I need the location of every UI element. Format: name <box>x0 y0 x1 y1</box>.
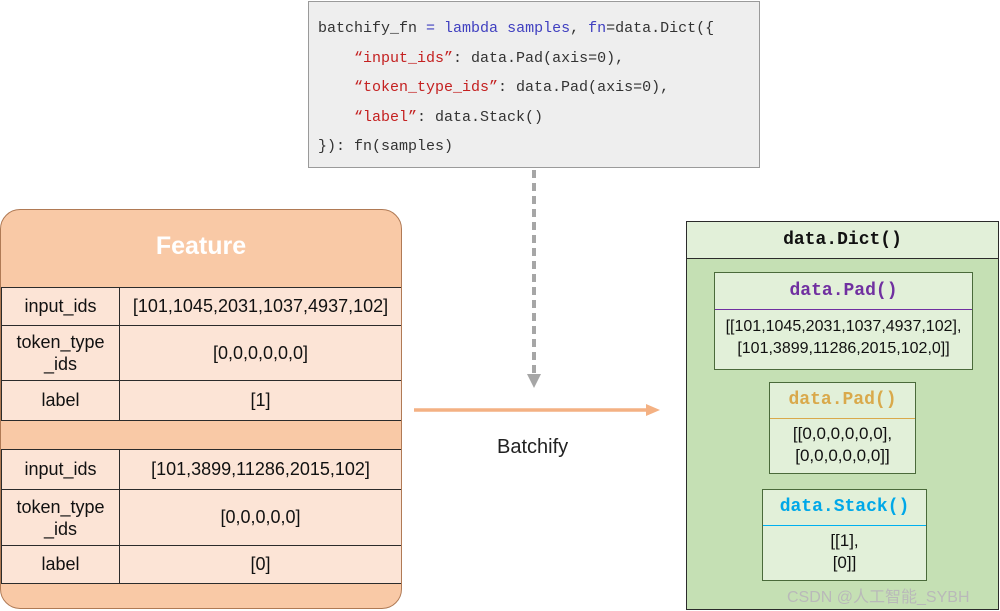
input-ids-key: input_ids <box>1 449 120 490</box>
table-row: label [0] <box>1 545 401 584</box>
table-row: token_type_ids [0,0,0,0,0,0] <box>1 325 401 381</box>
code-line-2: “input_ids”: data.Pad(axis=0), <box>354 49 625 67</box>
code-snippet: batchify_fn = lambda samples, fn=data.Di… <box>308 1 760 168</box>
pad-token-type-ids-value: [[0,0,0,0,0,0], [0,0,0,0,0,0]] <box>792 424 893 465</box>
watermark: CSDN @人工智能_SYBH <box>787 589 970 606</box>
label-value: [1] <box>119 380 401 421</box>
stack-label-title: data.Stack() <box>763 490 926 526</box>
input-ids-value: [101,1045,2031,1037,4937,102] <box>119 287 401 326</box>
stack-label-value: [[1], [0]] <box>830 531 859 572</box>
code-line-3: “token_type_ids”: data.Pad(axis=0), <box>354 79 670 96</box>
dashed-down-arrow <box>527 170 541 388</box>
token-type-ids-key: token_type_ids <box>1 489 120 546</box>
code-line-5: }): fn(samples) <box>318 138 454 155</box>
stack-label-box: data.Stack() [[1], [0]] <box>762 489 927 581</box>
token-type-ids-value: [0,0,0,0,0] <box>119 489 401 546</box>
input-ids-key: input_ids <box>1 287 120 326</box>
pad-input-ids-title: data.Pad() <box>715 273 972 310</box>
label-key: label <box>1 380 120 421</box>
code-line-4: “label”: data.Stack() <box>354 108 544 126</box>
input-ids-value: [101,3899,11286,2015,102] <box>119 449 401 490</box>
table-row: token_type_ids [0,0,0,0,0] <box>1 489 401 546</box>
pad-token-type-ids-title: data.Pad() <box>770 383 915 419</box>
batchify-arrow <box>414 404 660 416</box>
label-key: label <box>1 545 120 584</box>
feature-title: Feature <box>155 232 247 260</box>
table-row: input_ids [101,1045,2031,1037,4937,102] <box>1 287 401 326</box>
feature-sample-2: input_ids [101,3899,11286,2015,102] toke… <box>1 449 401 584</box>
dict-title: data.Dict() <box>687 222 998 259</box>
feature-panel: Feature input_ids [101,1045,2031,1037,49… <box>0 209 402 609</box>
table-row: label [1] <box>1 380 401 421</box>
label-value: [0] <box>119 545 401 584</box>
batchify-label: Batchify <box>497 436 569 458</box>
pad-token-type-ids-box: data.Pad() [[0,0,0,0,0,0], [0,0,0,0,0,0]… <box>769 382 916 474</box>
pad-input-ids-box: data.Pad() [[101,1045,2031,1037,4937,102… <box>714 272 973 370</box>
code-line-1: batchify_fn = lambda samples, fn=data.Di… <box>318 20 715 37</box>
dict-output-box: data.Dict() data.Pad() [[101,1045,2031,1… <box>686 221 999 610</box>
token-type-ids-key: token_type_ids <box>1 325 120 381</box>
token-type-ids-value: [0,0,0,0,0,0] <box>119 325 401 381</box>
feature-sample-1: input_ids [101,1045,2031,1037,4937,102] … <box>1 287 401 421</box>
table-row: input_ids [101,3899,11286,2015,102] <box>1 449 401 490</box>
pad-input-ids-value: [[101,1045,2031,1037,4937,102], [101,389… <box>725 318 962 357</box>
